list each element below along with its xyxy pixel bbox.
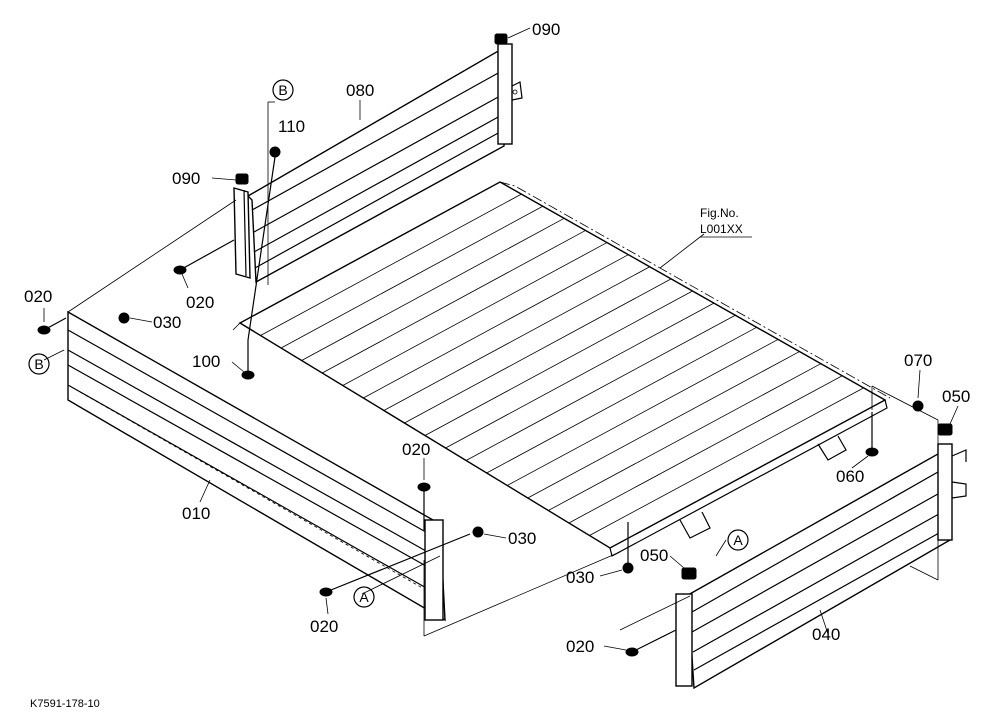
callout-020-c: 020	[402, 440, 430, 459]
left-side-gate	[67, 310, 446, 622]
floor-rib	[507, 339, 779, 486]
floor-rib	[322, 230, 586, 374]
bolt-020-b	[173, 239, 235, 275]
svg-text:B: B	[278, 82, 287, 98]
callout-010: 010	[182, 504, 210, 523]
bed-floor	[232, 181, 891, 557]
bolt-020-c	[417, 482, 431, 530]
callout-080: 080	[346, 81, 374, 100]
fig-reference: Fig.No. L001XX	[700, 206, 752, 238]
ref-a-left: A	[353, 586, 375, 608]
ref-b-left: B	[28, 353, 50, 375]
floor-rib	[363, 254, 629, 399]
ref-a-right: A	[727, 529, 749, 551]
floor-rib	[404, 278, 672, 424]
callout-030-b: 030	[508, 529, 536, 548]
floor-rib	[527, 351, 800, 499]
bolt-020-e	[625, 629, 677, 657]
callout-110: 110	[278, 117, 305, 136]
nut-030-b	[472, 526, 484, 538]
callout-030-c: 030	[566, 568, 594, 587]
callout-100: 100	[192, 352, 220, 371]
assembly-lines	[67, 101, 939, 637]
floor-rib	[589, 387, 864, 536]
callout-070: 070	[904, 351, 932, 370]
callout-090-left: 090	[172, 169, 200, 188]
floor-rib	[280, 205, 543, 349]
floor-rib	[445, 302, 715, 449]
nut-110	[247, 146, 281, 341]
svg-text:B: B	[34, 356, 43, 372]
rear-gate	[675, 423, 967, 690]
callout-090-top: 090	[532, 20, 560, 39]
callout-020-b: 020	[186, 293, 214, 312]
floor-rib	[301, 217, 565, 361]
floor-rib	[465, 314, 736, 461]
floor-rib	[342, 242, 608, 386]
callout-030-a: 030	[153, 313, 181, 332]
nut-030-c	[622, 522, 634, 574]
bolt-060	[865, 412, 879, 457]
floor-ribs	[260, 193, 864, 536]
ref-b-top: B	[272, 79, 294, 101]
callout-060: 060	[836, 467, 864, 486]
floor-rib	[486, 326, 757, 474]
callout-040: 040	[812, 625, 840, 644]
floor-rib	[383, 266, 650, 411]
callout-020-e: 020	[566, 637, 594, 656]
svg-text:A: A	[359, 589, 369, 605]
callout-labels: 090 080 110 090 020 020 030 100 010 020 …	[24, 20, 970, 656]
drawing-code: K7591-178-10	[30, 698, 100, 710]
svg-text:A: A	[733, 532, 743, 548]
svg-text:L001XX: L001XX	[700, 222, 743, 236]
nut-030-a	[118, 312, 130, 324]
callout-050-b: 050	[942, 387, 970, 406]
floor-rib	[548, 363, 822, 511]
bolt-100	[241, 340, 255, 380]
floor-rib	[568, 375, 843, 524]
callout-050-a: 050	[640, 546, 668, 565]
floor-rib	[260, 193, 522, 336]
leader-lines	[43, 27, 959, 651]
svg-text:Fig.No.: Fig.No.	[700, 206, 739, 220]
callout-020-a: 020	[24, 287, 52, 306]
fasteners	[37, 146, 924, 657]
bolt-020-d	[319, 533, 471, 597]
floor-rib	[424, 290, 693, 436]
callout-020-d: 020	[310, 617, 338, 636]
front-gate	[233, 33, 523, 284]
bolt-020-a	[37, 317, 67, 335]
ref-circles: B B A A	[28, 79, 749, 608]
